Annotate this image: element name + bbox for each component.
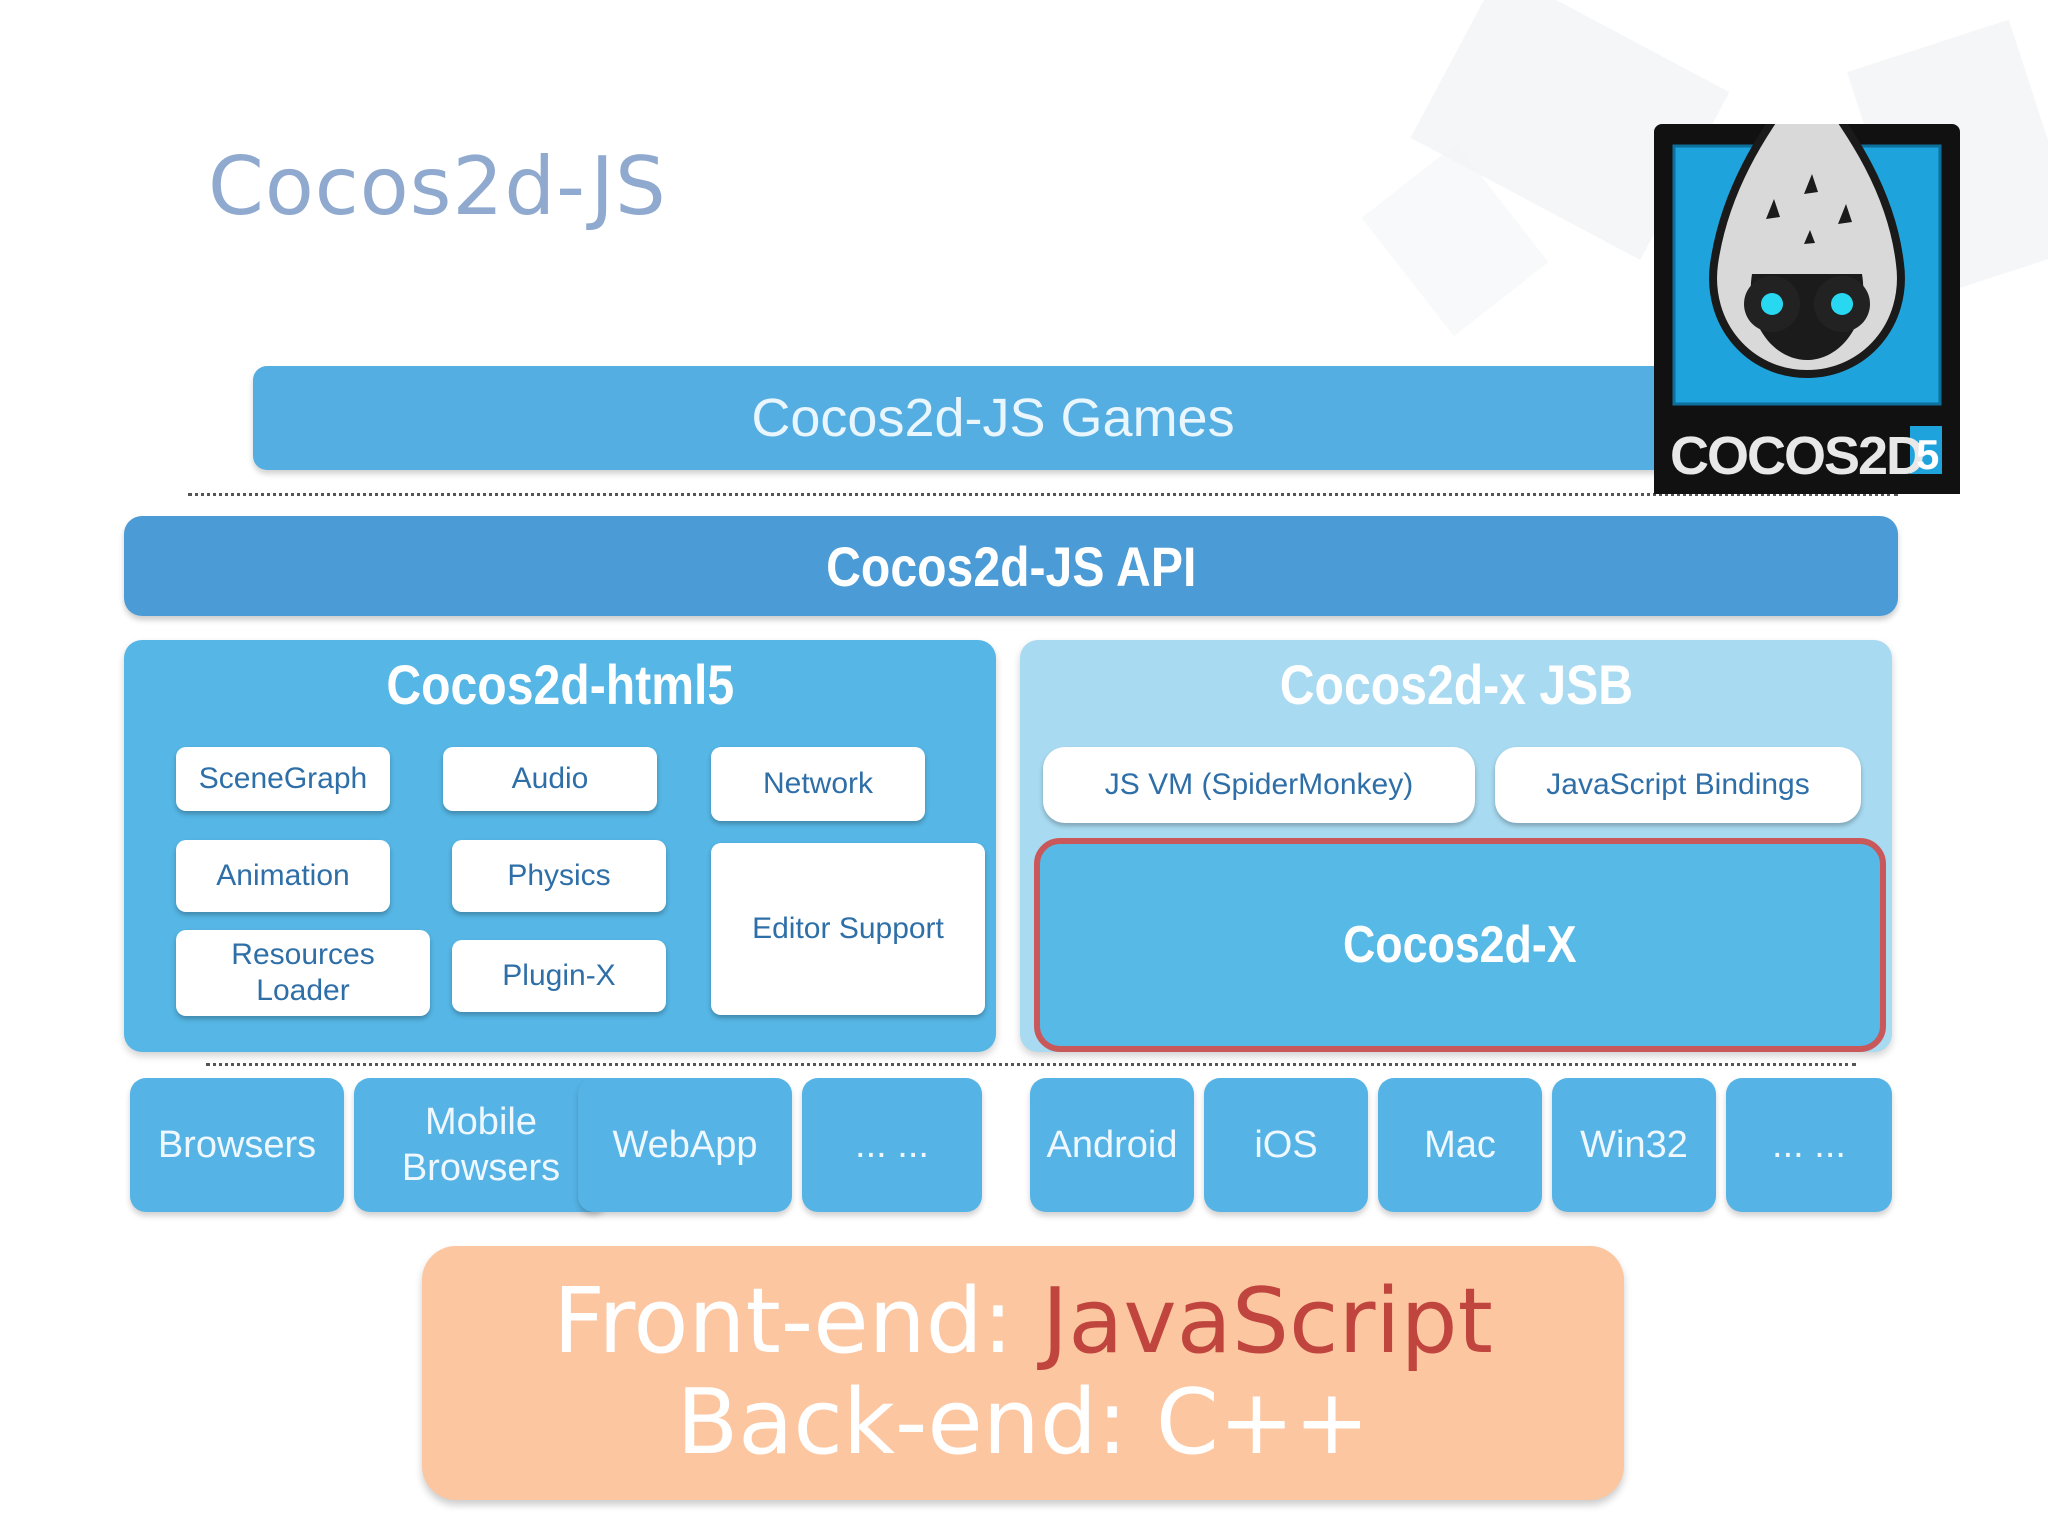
- cocos2d-logo-graphic: COCOS2D 5: [1654, 67, 1960, 494]
- platform-browsers: Browsers: [130, 1078, 344, 1212]
- module-audio: Audio: [443, 747, 657, 811]
- slide-title: Cocos2d-JS: [208, 140, 667, 233]
- module-animation: Animation: [176, 840, 390, 912]
- games-layer: Cocos2d-JS Games: [253, 366, 1733, 470]
- module-javascript-bindings: JavaScript Bindings: [1495, 747, 1861, 823]
- platform-mac: Mac: [1378, 1078, 1542, 1212]
- platform-ios: iOS: [1204, 1078, 1368, 1212]
- backend-value: C++: [1155, 1370, 1370, 1475]
- platform-win32: Win32: [1552, 1078, 1716, 1212]
- module-resources-loader-label: Resources Loader: [231, 938, 375, 1007]
- platform-native-more: ... ...: [1726, 1078, 1892, 1212]
- module-resources-loader: Resources Loader: [176, 930, 430, 1016]
- cocos2d-x-core: Cocos2d-X: [1034, 838, 1886, 1052]
- jsb-panel-title: Cocos2d-x JSB: [1020, 652, 1892, 717]
- logo-text: COCOS2D: [1670, 426, 1923, 486]
- frontend-label: Front-end:: [553, 1269, 1042, 1375]
- separator-line: [206, 1063, 1856, 1066]
- backend-label: Back-end:: [676, 1370, 1156, 1475]
- platform-android: Android: [1030, 1078, 1194, 1212]
- module-network: Network: [711, 747, 925, 821]
- separator-line: [188, 493, 1898, 496]
- html5-panel-title-text: Cocos2d-html5: [386, 653, 734, 716]
- api-layer-label: Cocos2d-JS API: [825, 534, 1197, 598]
- module-scenegraph: SceneGraph: [176, 747, 390, 811]
- module-plugin-x: Plugin-X: [452, 940, 666, 1012]
- backend-line: Back-end: C++: [676, 1370, 1370, 1475]
- module-editor-support: Editor Support: [711, 843, 985, 1015]
- api-layer: Cocos2d-JS API: [124, 516, 1898, 616]
- cocos2d-logo: COCOS2D 5: [1654, 67, 1960, 494]
- frontend-value: JavaScript: [1041, 1269, 1493, 1375]
- jsb-panel-title-text: Cocos2d-x JSB: [1279, 653, 1633, 716]
- module-physics: Physics: [452, 840, 666, 912]
- module-js-vm: JS VM (SpiderMonkey): [1043, 747, 1475, 823]
- frontend-line: Front-end: JavaScript: [553, 1269, 1493, 1375]
- html5-panel-title: Cocos2d-html5: [124, 652, 996, 717]
- platform-web-more: ... ...: [802, 1078, 982, 1212]
- module-editor-support-label: Editor Support: [752, 912, 944, 945]
- platform-mobile-browsers-label: Mobile Browsers: [401, 1100, 561, 1189]
- summary-box: Front-end: JavaScript Back-end: C++: [422, 1246, 1624, 1500]
- platform-webapp: WebApp: [578, 1078, 792, 1212]
- platform-mobile-browsers: Mobile Browsers: [354, 1078, 608, 1212]
- logo-badge: 5: [1916, 431, 1939, 478]
- cocos2d-x-core-label: Cocos2d-X: [1343, 916, 1577, 974]
- games-layer-label: Cocos2d-JS Games: [751, 388, 1235, 448]
